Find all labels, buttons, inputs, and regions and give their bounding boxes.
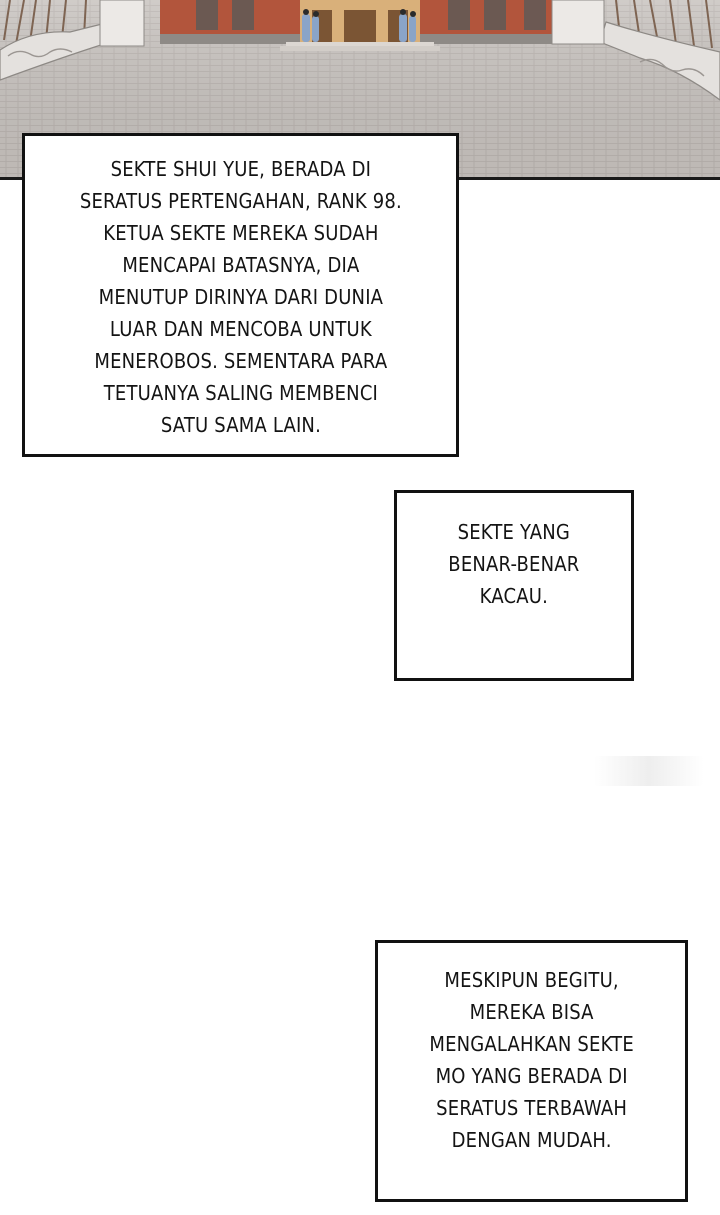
narration-text-2: SEKTE YANG BENAR-BENAR KACAU. — [448, 516, 579, 656]
narration-text-1: SEKTE SHUI YUE, BERADA DI SERATUS PERTEN… — [79, 149, 401, 441]
narration-line: MEREKA BISA — [469, 1000, 594, 1024]
narration-box-2: SEKTE YANG BENAR-BENAR KACAU. — [394, 490, 634, 681]
narration-line: LUAR DAN MENCOBA UNTUK — [109, 317, 372, 341]
narration-box-3: MESKIPUN BEGITU, MEREKA BISA MENGALAHKAN… — [375, 940, 688, 1202]
narration-line: MENUTUP DIRINYA DARI DUNIA — [98, 285, 383, 309]
narration-line: MO YANG BERADA DI — [435, 1064, 628, 1088]
narration-line: SERATUS PERTENGAHAN, RANK 98. — [79, 189, 402, 213]
narration-line: MENCAPAI BATASNYA, DIA — [121, 253, 360, 277]
narration-line: DENGAN MUDAH. — [451, 1128, 612, 1152]
narration-line: SERATUS TERBAWAH — [436, 1096, 627, 1120]
narration-line: KACAU. — [479, 583, 549, 608]
narration-line: BENAR-BENAR — [448, 551, 580, 576]
narration-line: SEKTE SHUI YUE, BERADA DI — [110, 157, 371, 181]
narration-box-1: SEKTE SHUI YUE, BERADA DI SERATUS PERTEN… — [22, 133, 459, 457]
narration-line: KETUA SEKTE MEREKA SUDAH — [102, 221, 379, 245]
narration-line: SATU SAMA LAIN. — [160, 413, 321, 437]
narration-line: SEKTE YANG — [457, 519, 571, 544]
narration-line: MENEROBOS. SEMENTARA PARA — [93, 349, 387, 373]
narration-line: MENGALAHKAN SEKTE — [429, 1032, 634, 1056]
narration-text-3: MESKIPUN BEGITU, MEREKA BISA MENGALAHKAN… — [429, 964, 634, 1178]
narration-line: MESKIPUN BEGITU, — [444, 968, 619, 992]
scan-smudge — [594, 756, 704, 786]
narration-line: TETUANYA SALING MEMBENCI — [103, 381, 378, 405]
